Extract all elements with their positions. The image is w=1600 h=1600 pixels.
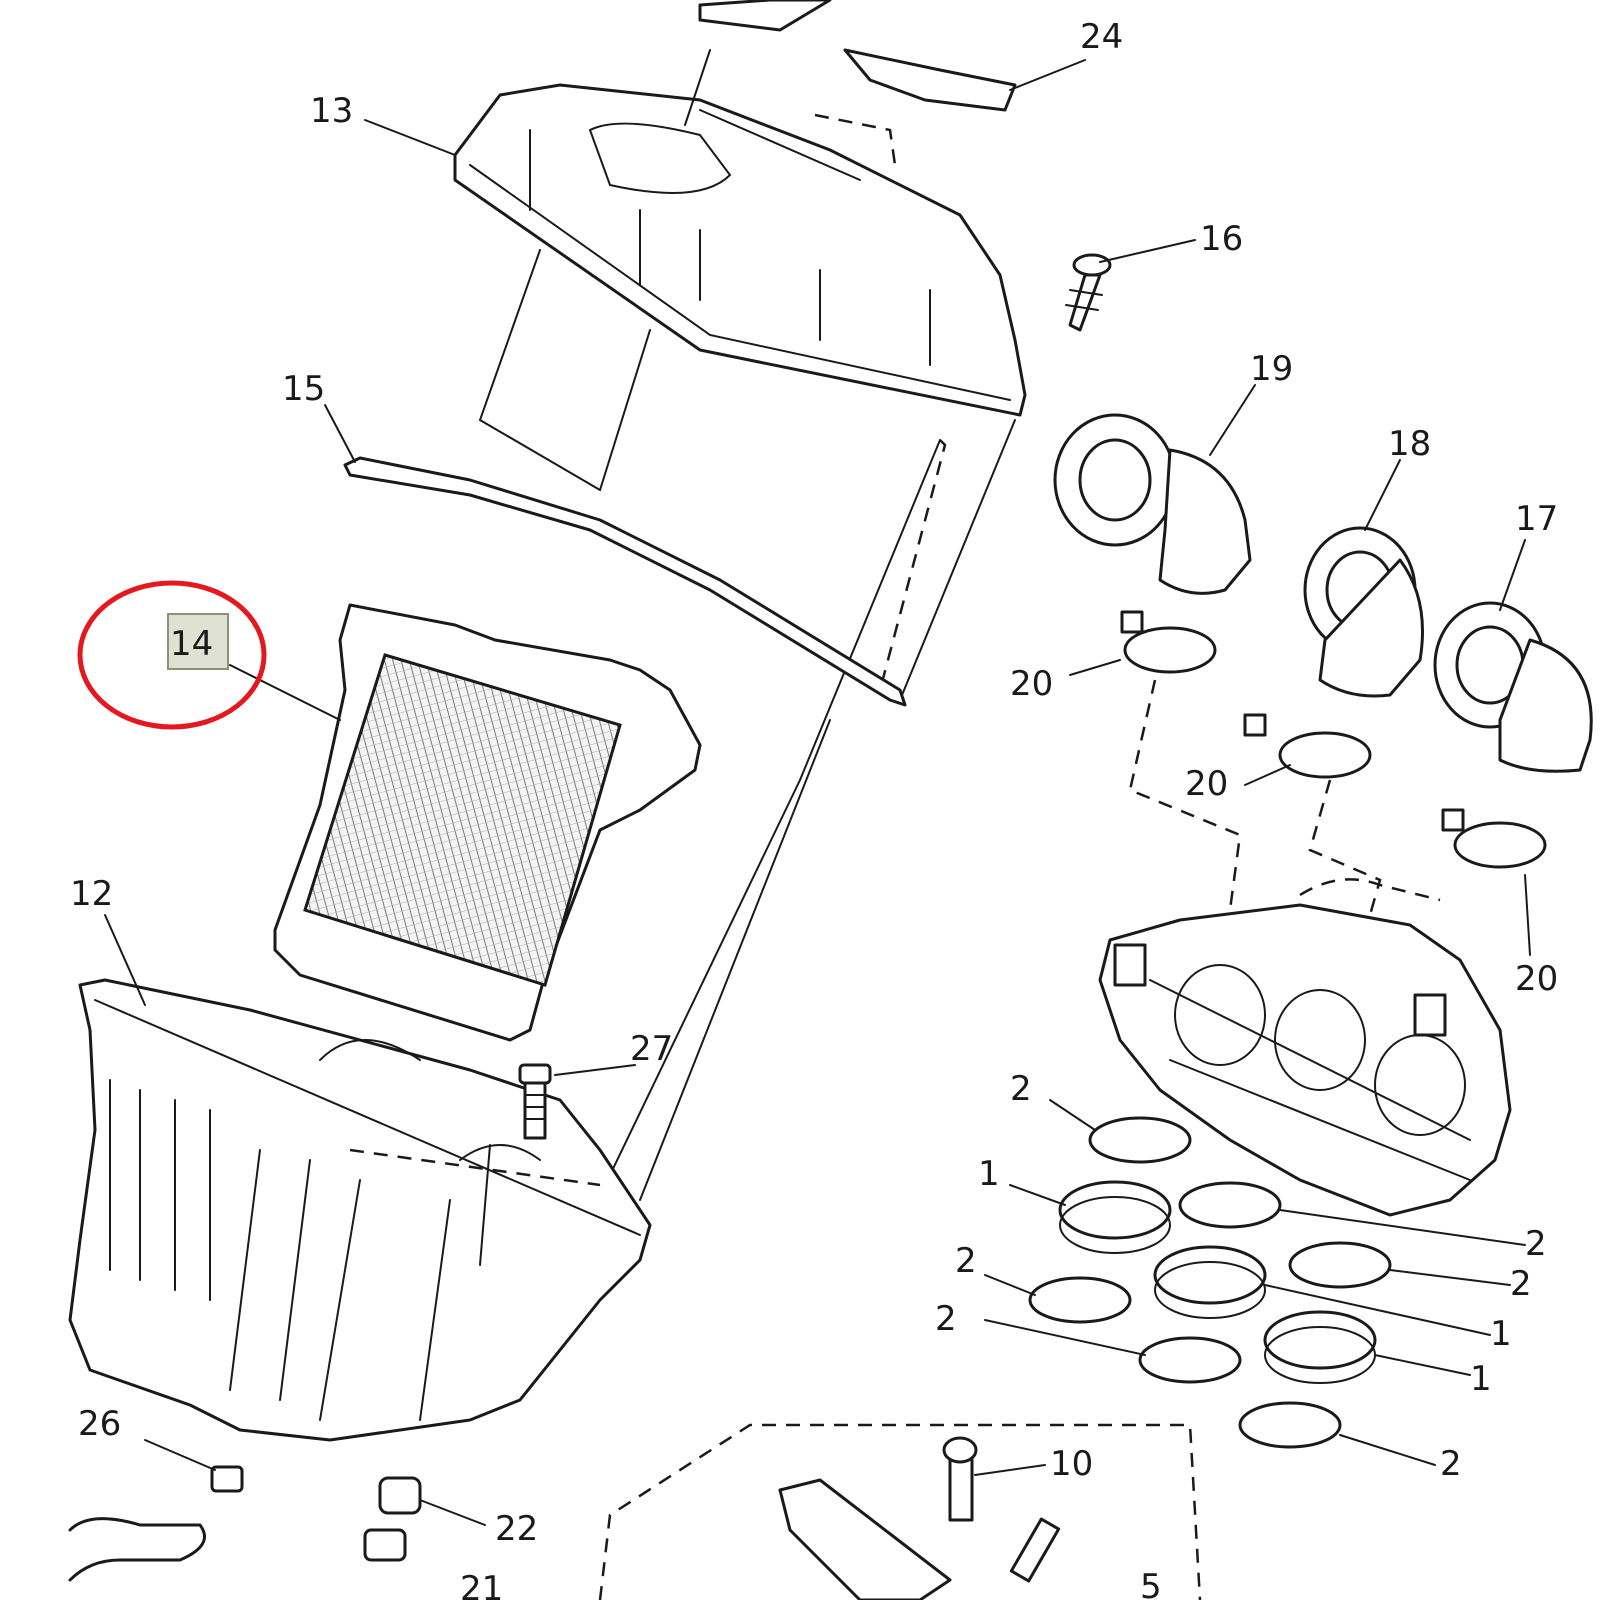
callout-18: 18 <box>1388 424 1431 464</box>
callout-1a: 1 <box>978 1154 1000 1194</box>
intake-boot-19 <box>1053 413 1252 595</box>
highlight-box <box>167 613 229 670</box>
callout-22: 22 <box>495 1509 538 1549</box>
callout-26: 26 <box>78 1404 121 1444</box>
callout-21: 21 <box>460 1569 503 1600</box>
callout-1c: 1 <box>1470 1359 1492 1399</box>
callout-12: 12 <box>70 874 113 914</box>
callout-2d: 2 <box>1510 1264 1532 1304</box>
callout-2b: 2 <box>1525 1224 1547 1264</box>
callout-24: 24 <box>1080 17 1123 57</box>
hose-clamps-20 <box>1120 610 1547 951</box>
callout-17: 17 <box>1515 499 1558 539</box>
callout-5: 5 <box>1140 1567 1162 1600</box>
callout-20b: 20 <box>1185 764 1228 804</box>
lower-fittings <box>68 1423 1202 1600</box>
intake-duct <box>478 249 1016 1201</box>
callout-2a: 2 <box>1010 1069 1032 1109</box>
throttle-body <box>1098 878 1512 1217</box>
callout-2e: 2 <box>935 1299 957 1339</box>
callout-27: 27 <box>630 1029 673 1069</box>
callout-13: 13 <box>310 91 353 131</box>
highlight-circle <box>77 580 267 730</box>
callout-2c: 2 <box>955 1241 977 1281</box>
leader-lines <box>104 59 1531 1526</box>
screw-16 <box>1065 253 1112 332</box>
intake-boot-17 <box>1433 601 1593 773</box>
callout-10: 10 <box>1050 1444 1093 1484</box>
callout-2f: 2 <box>1440 1444 1462 1484</box>
gasket <box>343 456 907 707</box>
callout-15: 15 <box>282 369 325 409</box>
intake-boot-18 <box>1303 526 1424 698</box>
callout-16: 16 <box>1200 219 1243 259</box>
callout-14: 14 <box>170 624 213 664</box>
callout-19: 19 <box>1250 349 1293 389</box>
clamps-and-joints <box>1028 1116 1392 1449</box>
airbox-cover <box>453 0 1027 417</box>
air-filter-element <box>273 603 702 1042</box>
callout-1b: 1 <box>1490 1314 1512 1354</box>
callout-20c: 20 <box>1515 959 1558 999</box>
callout-20a: 20 <box>1010 664 1053 704</box>
bolt-27 <box>479 1063 552 1266</box>
clip-plate <box>814 48 1017 166</box>
airbox-case <box>68 978 652 1442</box>
